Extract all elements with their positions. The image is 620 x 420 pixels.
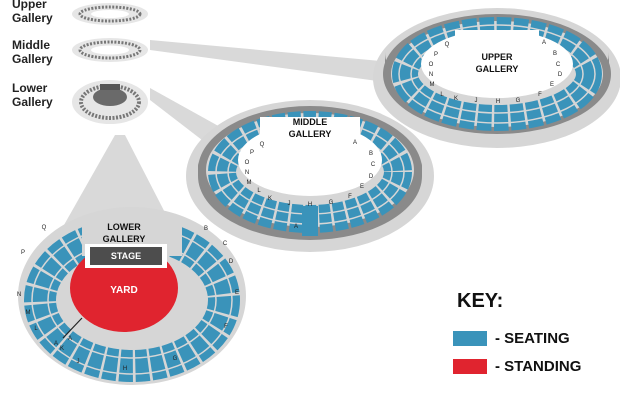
lower-row-letter: M [26,310,31,316]
upper-row-letter: P [434,52,438,58]
lower-row-letter: N [17,292,21,298]
upper-row-letter: H [496,99,500,105]
gallery-thumbnails [72,3,148,124]
lower-row-letter: B [204,226,208,232]
lower-row-letter: A [68,336,72,342]
middle-row-letter: D [369,174,374,180]
key-label-seating: - SEATING [495,329,570,347]
upper-row-letter: M [430,82,435,88]
upper-row-letter: K [454,96,458,102]
connector-beam-middle [150,88,222,150]
middle-row-letter: C [371,162,376,168]
key-item-standing: - STANDING [453,357,581,375]
middle-row-letter: F [348,194,352,200]
middle-title-2: GALLERY [289,129,332,139]
lower-row-letter: J [77,359,80,365]
lower-row-letter: G [173,356,178,362]
upper-row-letter: O [429,62,434,68]
middle-row-letter: M [247,180,252,186]
lower-title-2: GALLERY [103,234,146,244]
stage-block [90,247,162,265]
middle-row-letter: N [245,170,249,176]
side-label-upper: Upper Gallery [12,0,53,25]
lower-row-letter: Q [42,225,47,231]
lower-row-letter: C [223,241,228,247]
connector-beam-upper [150,40,392,82]
lower-row-letter: P [21,250,25,256]
middle-row-letter: G [329,200,334,206]
middle-row-letter: O [245,160,250,166]
key-title: KEY: [457,290,504,312]
upper-row-letter: D [558,72,563,78]
lower-row-letter: K [60,346,64,352]
upper-row-letter: Q [445,42,450,48]
middle-row-letter: E [360,184,364,190]
upper-row-letter: B [553,51,557,57]
lower-row-letter: E [235,290,239,296]
upper-row-letter: G [516,98,521,104]
lower-row-letter: L [34,326,38,332]
lower-row-letter: F [224,324,228,330]
lower-title-1: LOWER [107,222,141,232]
lower-row-letter: D [229,259,234,265]
middle-row-letter: Q [260,142,265,148]
upper-row-letter: J [475,98,478,104]
key-item-seating: - SEATING [453,329,570,347]
middle-title-1: MIDDLE [293,117,328,127]
upper-row-letter: L [440,92,444,98]
upper-row-letter: C [556,62,561,68]
middle-row-letter: H [308,202,312,208]
middle-row-letter: K [268,196,272,202]
upper-title-2: GALLERY [476,64,519,74]
lower-row-letter: H [123,366,127,372]
standing-swatch [453,358,487,374]
middle-row-letter: B [369,151,373,157]
lower-row-letter: A [54,341,58,347]
upper-row-letter: F [538,92,542,98]
stage-label: STAGE [111,251,141,261]
middle-row-letter: L [257,188,261,194]
seating-swatch [453,330,487,346]
lower-gallery-map: LOWER GALLERY STAGE YARD Q P N M L K J H G F E D C B A… [17,207,246,385]
middle-row-letter: J [288,201,291,207]
middle-row-letter: A [353,140,357,146]
side-label-lower: Lower Gallery [12,81,53,109]
upper-title-1: UPPER [481,52,513,62]
upper-row-letter: N [429,72,433,78]
side-label-middle: Middle Gallery [12,38,53,66]
key-label-standing: - STANDING [495,357,582,375]
upper-row-letter: E [550,82,554,88]
upper-row-letter: A [542,40,546,46]
middle-row-letter: A [294,224,298,230]
middle-row-letter: P [250,150,254,156]
yard-label: YARD [110,285,137,296]
